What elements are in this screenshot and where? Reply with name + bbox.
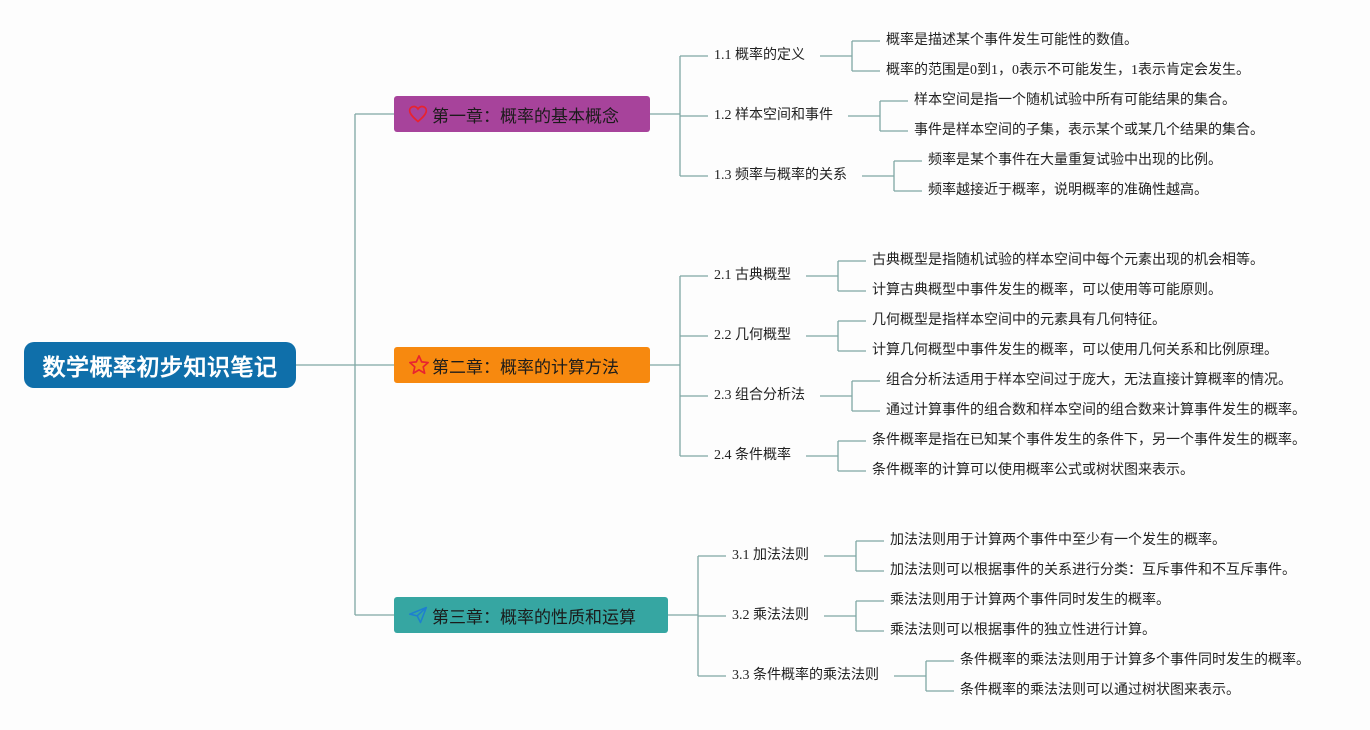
chapter-3-topic[interactable]: 第三章：概率的性质和运算 <box>394 597 668 633</box>
leaf-2-2-a[interactable]: 几何概型是指样本空间中的元素具有几何特征。 <box>872 313 1166 328</box>
leaf-3-3-a[interactable]: 条件概率的乘法法则用于计算多个事件同时发生的概率。 <box>960 653 1310 668</box>
leaf-1-3-a[interactable]: 频率是某个事件在大量重复试验中出现的比例。 <box>928 153 1222 168</box>
section-2-3[interactable]: 2.3 组合分析法 <box>714 388 805 403</box>
leaf-1-1-b[interactable]: 概率的范围是0到1，0表示不可能发生，1表示肯定会发生。 <box>886 63 1250 78</box>
chapter-1-label: 第一章：概率的基本概念 <box>432 106 619 127</box>
root-topic[interactable]: 数学概率初步知识笔记 <box>24 342 296 388</box>
leaf-3-1-b[interactable]: 加法法则可以根据事件的关系进行分类：互斥事件和不互斥事件。 <box>890 563 1296 578</box>
leaf-3-3-b[interactable]: 条件概率的乘法法则可以通过树状图来表示。 <box>960 683 1240 698</box>
section-1-3[interactable]: 1.3 频率与概率的关系 <box>714 168 847 183</box>
chapter-3-label: 第三章：概率的性质和运算 <box>432 607 636 628</box>
leaf-1-2-a[interactable]: 样本空间是指一个随机试验中所有可能结果的集合。 <box>914 93 1236 108</box>
heart-icon <box>408 103 430 125</box>
star-icon <box>408 354 430 376</box>
section-2-1[interactable]: 2.1 古典概型 <box>714 268 791 283</box>
leaf-3-2-a[interactable]: 乘法法则用于计算两个事件同时发生的概率。 <box>890 593 1170 608</box>
leaf-2-4-a[interactable]: 条件概率是指在已知某个事件发生的条件下，另一个事件发生的概率。 <box>872 433 1306 448</box>
section-1-2[interactable]: 1.2 样本空间和事件 <box>714 108 833 123</box>
section-2-2[interactable]: 2.2 几何概型 <box>714 328 791 343</box>
section-3-1[interactable]: 3.1 加法法则 <box>732 548 809 563</box>
section-1-1[interactable]: 1.1 概率的定义 <box>714 48 805 63</box>
section-3-2[interactable]: 3.2 乘法法则 <box>732 608 809 623</box>
section-2-4[interactable]: 2.4 条件概率 <box>714 448 791 463</box>
leaf-1-2-b[interactable]: 事件是样本空间的子集，表示某个或某几个结果的集合。 <box>914 123 1264 138</box>
leaf-3-1-a[interactable]: 加法法则用于计算两个事件中至少有一个发生的概率。 <box>890 533 1226 548</box>
leaf-2-1-a[interactable]: 古典概型是指随机试验的样本空间中每个元素出现的机会相等。 <box>872 253 1264 268</box>
leaf-2-2-b[interactable]: 计算几何概型中事件发生的概率，可以使用几何关系和比例原理。 <box>872 343 1278 358</box>
leaf-2-4-b[interactable]: 条件概率的计算可以使用概率公式或树状图来表示。 <box>872 463 1194 478</box>
chapter-2-label: 第二章：概率的计算方法 <box>432 357 619 378</box>
leaf-2-1-b[interactable]: 计算古典概型中事件发生的概率，可以使用等可能原则。 <box>872 283 1222 298</box>
chapter-1-topic[interactable]: 第一章：概率的基本概念 <box>394 96 650 132</box>
leaf-2-3-b[interactable]: 通过计算事件的组合数和样本空间的组合数来计算事件发生的概率。 <box>886 403 1306 418</box>
leaf-1-3-b[interactable]: 频率越接近于概率，说明概率的准确性越高。 <box>928 183 1208 198</box>
paper-plane-icon <box>408 604 430 626</box>
chapter-2-topic[interactable]: 第二章：概率的计算方法 <box>394 347 650 383</box>
leaf-2-3-a[interactable]: 组合分析法适用于样本空间过于庞大，无法直接计算概率的情况。 <box>886 373 1292 388</box>
leaf-1-1-a[interactable]: 概率是描述某个事件发生可能性的数值。 <box>886 33 1138 48</box>
section-3-3[interactable]: 3.3 条件概率的乘法法则 <box>732 668 879 683</box>
leaf-3-2-b[interactable]: 乘法法则可以根据事件的独立性进行计算。 <box>890 623 1156 638</box>
